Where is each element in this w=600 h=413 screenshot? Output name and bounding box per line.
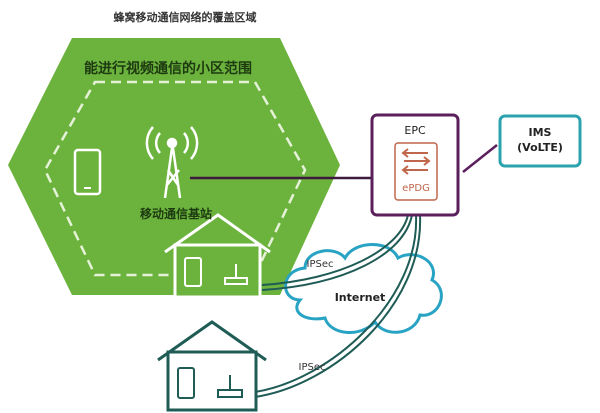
cell-tower-icon <box>145 126 199 199</box>
arrows-icon <box>401 148 431 175</box>
phone-icon <box>73 148 102 196</box>
epdg-box <box>394 142 438 201</box>
volte-label: (VoLTE) <box>517 141 563 154</box>
epc-label: EPC <box>404 124 426 137</box>
ims-box <box>498 114 582 168</box>
home-icon-top <box>164 213 271 299</box>
home-icon-bottom <box>157 320 267 412</box>
ipsec-label-bottom: IPSec <box>298 362 326 373</box>
base-station-label: 移动通信基站 <box>139 207 213 221</box>
ipsec-label-top: IPSec <box>306 259 334 270</box>
ims-label: IMS <box>528 126 552 139</box>
internet-label: Internet <box>334 291 386 304</box>
coverage-hexagon <box>8 38 340 295</box>
coverage-area-label: 蜂窝移动通信网络的覆盖区域 <box>113 11 257 24</box>
epdg-label: ePDG <box>402 183 430 194</box>
video-cell-range-label: 能进行视频通信的小区范围 <box>84 61 252 77</box>
internet-cloud <box>284 243 443 335</box>
